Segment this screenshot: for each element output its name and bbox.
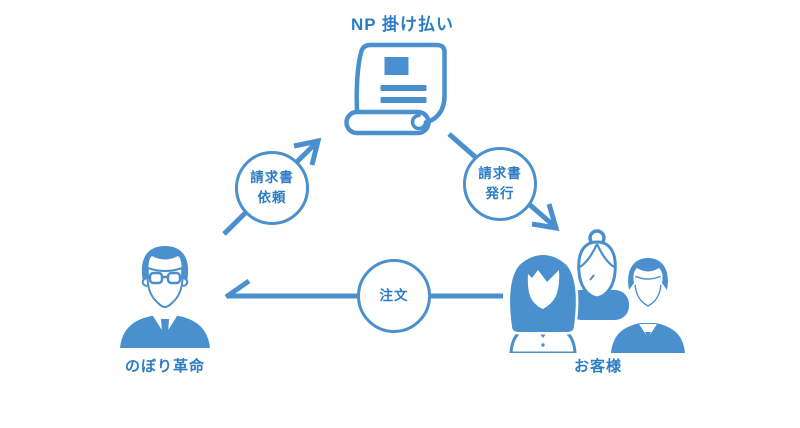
- scroll-roll: [344, 109, 431, 136]
- customer-group-icon: [506, 229, 688, 353]
- customer-woman: [506, 252, 580, 353]
- button: [541, 343, 545, 347]
- invoice-request-circle: 請求書 依頼: [235, 151, 309, 225]
- hair: [626, 255, 670, 296]
- right-node-label: お客様: [573, 358, 622, 375]
- invoice-issue-label-line1: 請求書: [478, 166, 522, 182]
- shoulders: [567, 290, 629, 320]
- scroll-paper: [354, 42, 447, 126]
- businessman-icon: [120, 246, 210, 348]
- order-circle: 注文: [357, 259, 431, 333]
- businessman-body: [120, 316, 210, 348]
- invoice-scroll-icon: [344, 42, 447, 136]
- invoice-issue-label-line2: 発行: [485, 186, 515, 201]
- top-node-title: NP 掛け払い: [350, 15, 455, 34]
- hair-part: [579, 243, 615, 268]
- head: [577, 240, 617, 300]
- invoice-text-line: [380, 85, 427, 91]
- hair: [141, 246, 189, 282]
- face: [527, 270, 560, 309]
- invoice-image-block: [384, 57, 409, 75]
- invoice-request-label-line1: 請求書: [250, 170, 294, 186]
- shirt-collar: [639, 324, 657, 338]
- invoice-issue-circle: 請求書 発行: [463, 147, 537, 221]
- invoice-request-label-line2: 依頼: [257, 190, 287, 205]
- nose: [589, 274, 595, 281]
- left-node-label: のぼり革命: [124, 358, 205, 375]
- glasses: [144, 271, 186, 285]
- invoice-text-line: [380, 97, 427, 103]
- face: [634, 274, 662, 307]
- necktie: [161, 319, 169, 348]
- customer-man: [608, 255, 688, 353]
- order-label: 注文: [379, 288, 409, 304]
- tie: [645, 332, 651, 340]
- elderly-woman: [567, 229, 629, 320]
- businessman-head: [141, 246, 189, 309]
